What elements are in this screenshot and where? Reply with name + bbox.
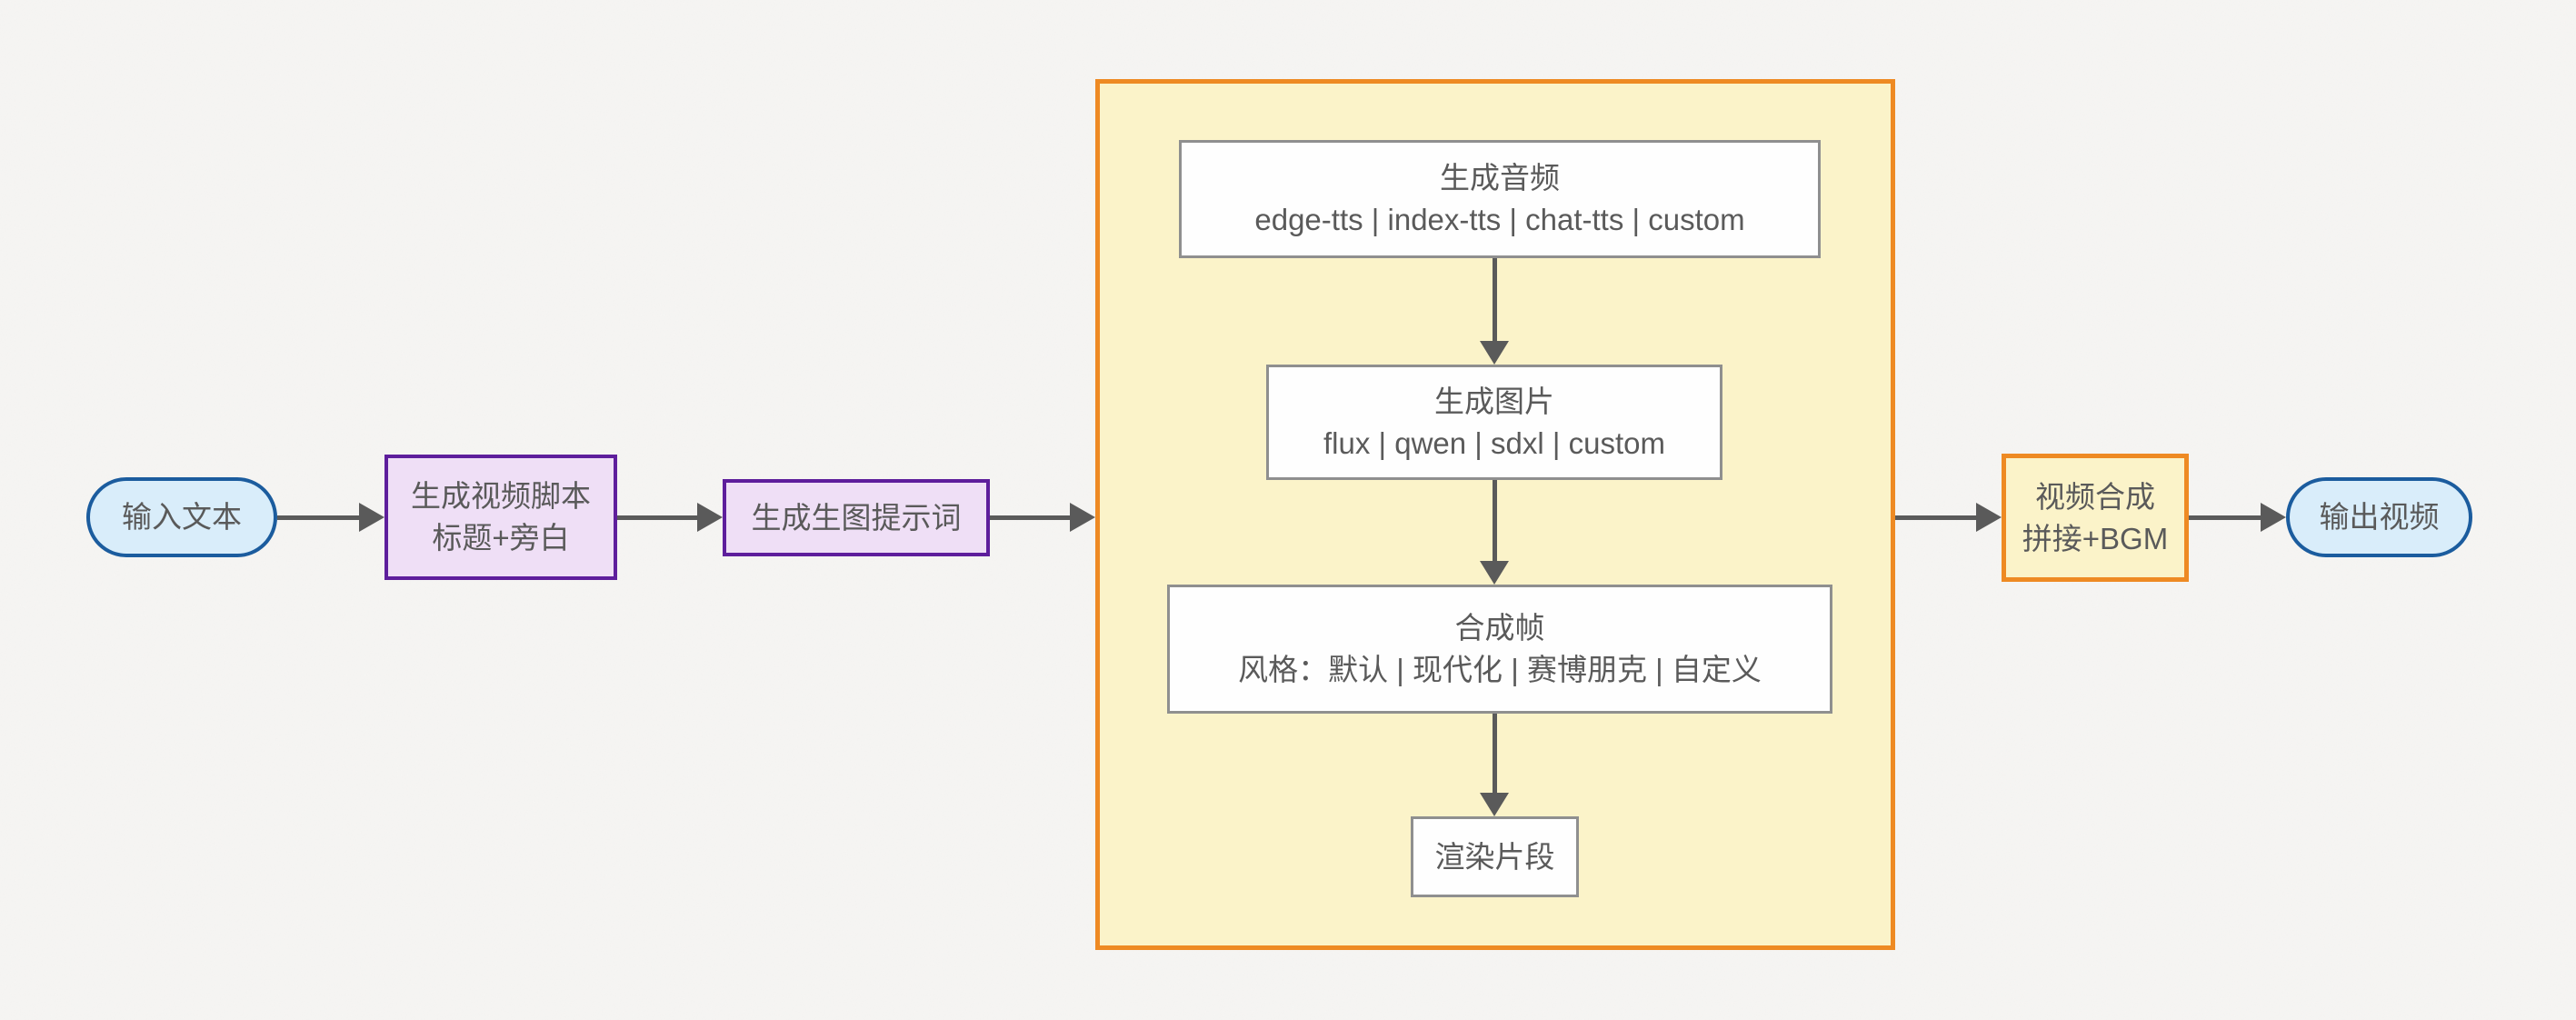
node-input-text: 输入文本 — [86, 477, 277, 557]
node-generate-audio-line2: edge-tts | index-tts | chat-tts | custom — [1254, 203, 1745, 236]
arrow-pipeline-group-to-compose — [1895, 502, 2002, 533]
node-video-compose-line1: 视频合成 — [2035, 479, 2155, 514]
node-output-video: 输出视频 — [2286, 477, 2472, 557]
node-generate-image-prompt-label: 生成生图提示词 — [751, 500, 962, 535]
node-generate-audio: 生成音频 edge-tts | index-tts | chat-tts | c… — [1179, 140, 1821, 258]
node-compose-frame: 合成帧 风格：默认 | 现代化 | 赛博朋克 | 自定义 — [1167, 585, 1832, 714]
node-output-video-label: 输出视频 — [2319, 500, 2440, 534]
arrow-input-to-script — [277, 502, 384, 533]
node-video-compose-line2: 拼接+BGM — [2022, 521, 2169, 555]
arrow-script-to-prompt — [617, 502, 723, 533]
arrow-image-to-frame — [1479, 480, 1510, 585]
arrow-audio-to-image — [1479, 258, 1510, 365]
node-generate-audio-line1: 生成音频 — [1440, 161, 1560, 195]
node-input-text-label: 输入文本 — [122, 500, 242, 534]
node-video-compose: 视频合成 拼接+BGM — [2002, 454, 2189, 582]
node-generate-image-line1: 生成图片 — [1434, 384, 1554, 418]
node-render-clip-label: 渲染片段 — [1434, 839, 1555, 874]
node-compose-frame-line2: 风格：默认 | 现代化 | 赛博朋克 | 自定义 — [1238, 653, 1762, 686]
node-generate-video-script-line1: 生成视频脚本 — [411, 479, 591, 513]
node-generate-image: 生成图片 flux | qwen | sdxl | custom — [1266, 365, 1722, 480]
node-render-clip: 渲染片段 — [1411, 816, 1579, 897]
node-generate-image-prompt: 生成生图提示词 — [723, 479, 990, 556]
arrow-compose-to-output — [2189, 502, 2286, 533]
node-generate-image-line2: flux | qwen | sdxl | custom — [1323, 425, 1666, 460]
node-compose-frame-line1: 合成帧 — [1454, 611, 1545, 645]
node-generate-video-script-line2: 标题+旁白 — [432, 521, 570, 555]
arrow-frame-to-render — [1479, 714, 1510, 816]
node-generate-video-script: 生成视频脚本 标题+旁白 — [384, 455, 617, 580]
arrow-prompt-to-pipeline-group — [990, 502, 1095, 533]
